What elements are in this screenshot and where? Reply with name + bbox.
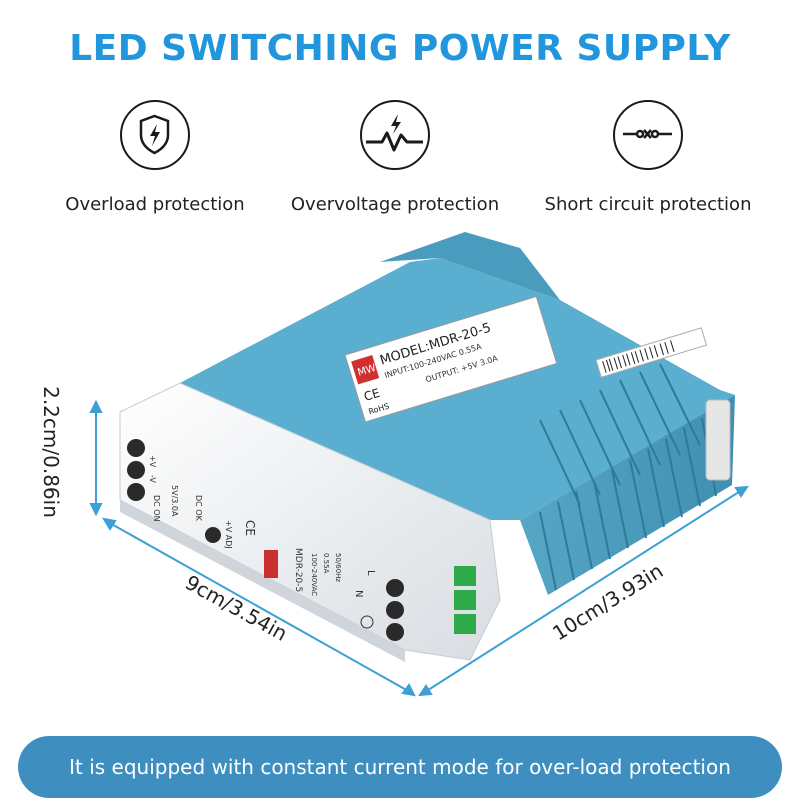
adj-label: +V ADJ	[224, 520, 233, 549]
brand-logo	[351, 355, 380, 385]
case-top-fins	[539, 363, 701, 506]
overvoltage-lightning-icon	[366, 114, 423, 152]
terminal-dc-on-label: DC ON	[152, 495, 161, 522]
overload-icon-circle	[120, 100, 190, 170]
front-current-label: 0.55A	[322, 553, 330, 574]
terminal-block-green	[454, 590, 476, 610]
feature-overload: Overload protection	[25, 100, 285, 215]
front-freq-label: 50/60Hz	[334, 553, 342, 582]
spec-label-plate: MW MODEL:MDR-20-5 INPUT:100-240VAC 0.55A…	[344, 295, 558, 423]
width-dimension-line	[424, 489, 743, 693]
terminal-screw	[386, 623, 404, 641]
ce-mark-top: CE	[362, 386, 381, 404]
terminal-block-green	[454, 566, 476, 586]
brand-mark: MW	[356, 363, 377, 379]
feature-label: Overload protection	[65, 194, 245, 215]
case-fins	[539, 417, 717, 591]
front-model-label: MDR-20-5	[293, 548, 303, 592]
led-label: DC OK	[194, 495, 203, 522]
dimension-lines	[89, 399, 749, 697]
overvoltage-icon-circle	[360, 100, 430, 170]
label-plate	[344, 295, 558, 423]
case-right-side	[520, 395, 735, 595]
ac-input-terminals	[386, 566, 476, 641]
voltage-adjust-knob	[205, 527, 221, 543]
rating-small-label: 5V/3.0A	[170, 485, 179, 517]
terminal-screw	[127, 483, 145, 501]
shield-lightning-icon	[139, 114, 170, 155]
din-rail-clip	[705, 399, 731, 481]
dc-output-terminals	[127, 439, 145, 501]
short-circuit-icon-circle	[613, 100, 683, 170]
case-front-edge	[120, 500, 405, 662]
barcode-sticker	[595, 327, 708, 378]
feature-short-circuit: Short circuit protection	[518, 100, 778, 215]
short-circuit-icon	[623, 129, 672, 139]
terminal-l-label: L	[365, 570, 376, 576]
terminal-screw	[386, 579, 404, 597]
terminal-block-green	[454, 614, 476, 634]
ce-mark-front: CE	[243, 520, 257, 536]
feature-banner: It is equipped with constant current mod…	[18, 736, 782, 798]
page-title: LED SWITCHING POWER SUPPLY	[69, 28, 731, 69]
case-top-ridge	[380, 232, 560, 300]
depth-dimension-line	[107, 521, 411, 693]
feature-overvoltage: Overvoltage protection	[265, 100, 525, 215]
ground-symbol	[360, 615, 374, 629]
front-brand-badge	[264, 550, 278, 578]
terminal-v-plus-label: +V	[148, 455, 157, 468]
height-dimension-label: 2.2cm/0.86in	[38, 386, 63, 518]
terminal-n-label: N	[353, 590, 364, 597]
front-input-label: 100-240VAC	[310, 553, 318, 596]
terminal-screw	[127, 439, 145, 457]
terminal-screw	[386, 601, 404, 619]
terminal-v-minus-label: -V	[148, 475, 157, 483]
feature-label: Overvoltage protection	[290, 194, 500, 215]
terminal-screw	[127, 461, 145, 479]
feature-label: Short circuit protection	[544, 194, 752, 215]
